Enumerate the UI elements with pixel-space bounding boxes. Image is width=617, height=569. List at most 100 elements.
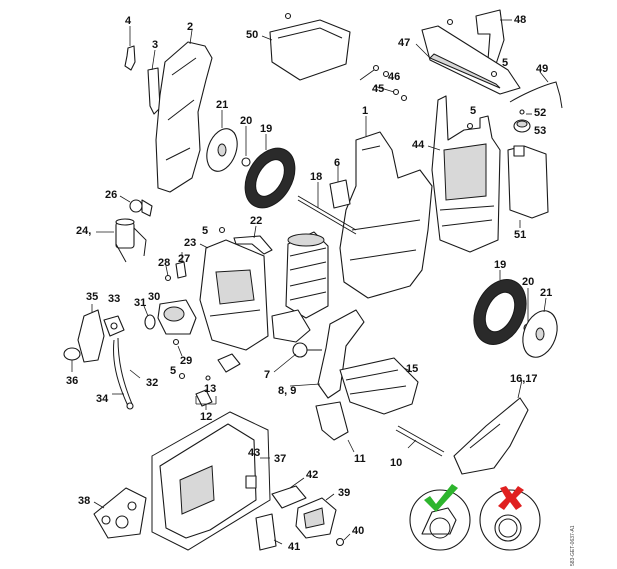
- part-5-screw-b: [178, 372, 186, 380]
- part-38-panel: [93, 487, 147, 539]
- correct-fit-indicator: [409, 484, 471, 551]
- callout-5-lower: 5: [170, 365, 176, 377]
- callout-2: 2: [187, 21, 193, 33]
- part-21-hubcap-left: [206, 110, 238, 172]
- pump-head: [271, 309, 311, 343]
- callout-19-left: 19: [260, 123, 272, 135]
- part-47-handle-insert: [415, 25, 521, 95]
- callout-30: 30: [148, 291, 160, 303]
- part-39-valve: [295, 493, 337, 539]
- callout-34: 34: [96, 393, 109, 405]
- callout-43: 43: [248, 447, 260, 459]
- callout-47: 47: [398, 37, 410, 49]
- callout-10: 10: [390, 457, 402, 469]
- part-5-screw-c: [466, 122, 474, 130]
- callout-21-right: 21: [540, 287, 552, 299]
- callout-12: 12: [200, 411, 212, 423]
- part-11-bracket: [315, 401, 355, 453]
- part-23-housing: [199, 239, 269, 351]
- callout-5-upper: 5: [470, 105, 476, 117]
- callout-39: 39: [338, 487, 350, 499]
- callout-35: 35: [86, 291, 98, 303]
- part-36-cap: [63, 347, 81, 372]
- part-8-9-arm: [289, 309, 365, 399]
- callout-28: 28: [158, 257, 170, 269]
- part-5-screw-d: [490, 70, 498, 78]
- callout-29: 29: [180, 355, 192, 367]
- part-40-nut: [335, 533, 351, 547]
- callout-21-left: 21: [216, 99, 228, 111]
- part-51-tank: [507, 145, 549, 228]
- part-29-screw: [172, 338, 183, 357]
- callout-16-17: 16,17: [510, 373, 538, 385]
- part-24-capacitor: [96, 218, 147, 263]
- part-21-hubcap-right: [522, 297, 558, 358]
- callout-labels: 4 3 2 50 48 47 5 49 46 45 21 20 19 1 5 5…: [66, 14, 552, 553]
- callout-24: 24,: [76, 225, 91, 237]
- part-7-pulley: [273, 342, 322, 373]
- callout-32: 32: [146, 377, 158, 389]
- motor: [285, 231, 329, 319]
- callout-7: 7: [264, 369, 270, 381]
- callout-19-right: 19: [494, 259, 506, 271]
- part-10-axle: [395, 425, 445, 457]
- part-33-fitting: [103, 315, 125, 337]
- part-37-bottom-cover: [151, 411, 271, 551]
- incorrect-fit-indicator: [479, 486, 541, 551]
- callout-26: 26: [105, 189, 117, 201]
- part-42-switch-block: [271, 477, 307, 509]
- part-34-hose: [112, 337, 134, 410]
- callout-53: 53: [534, 125, 546, 137]
- callout-36: 36: [66, 375, 78, 387]
- callout-50: 50: [246, 29, 258, 41]
- part-12-group: [195, 396, 217, 410]
- part-30-cap: [157, 299, 197, 335]
- part-35-valve-housing: [77, 304, 105, 363]
- part-32-hose: [129, 369, 141, 379]
- callout-8-9: 8, 9: [278, 385, 296, 397]
- part-13-fitting: [195, 353, 241, 407]
- part-19-wheel-left: [244, 134, 296, 209]
- callout-23: 23: [184, 237, 196, 249]
- callout-52: 52: [534, 107, 546, 119]
- part-28-screw: [164, 265, 172, 282]
- callout-51: 51: [514, 229, 526, 241]
- part-2-side-cover: [155, 29, 213, 193]
- callout-4: 4: [125, 15, 132, 27]
- part-5-screw-a: [218, 226, 226, 234]
- callout-5-left: 5: [202, 225, 208, 237]
- callout-45: 45: [372, 83, 384, 95]
- part-44-rear-housing: [427, 95, 501, 253]
- callout-18: 18: [310, 171, 322, 183]
- part-27-clip: [175, 252, 187, 279]
- part-53-cap: [513, 109, 532, 133]
- callout-5-top-right: 5: [502, 57, 508, 69]
- part-4-clip: [124, 26, 136, 71]
- callout-13: 13: [204, 383, 216, 395]
- part-6-switch: [329, 166, 351, 209]
- part-20-washer-left: [241, 126, 251, 167]
- callout-49: 49: [536, 63, 548, 75]
- callout-48: 48: [514, 14, 526, 26]
- cross-icon: [498, 486, 524, 510]
- callout-31: 31: [134, 297, 146, 309]
- callout-37: 37: [274, 453, 286, 465]
- callout-3: 3: [152, 39, 158, 51]
- callout-1: 1: [362, 105, 368, 117]
- part-3-bracket: [147, 49, 161, 115]
- part-26-plug: [119, 195, 153, 217]
- part-50-top-tray: [261, 12, 351, 81]
- part-46-45-screws: [359, 64, 408, 102]
- reference-code: 583-GET-0637-A1: [570, 525, 576, 566]
- callout-33: 33: [108, 293, 120, 305]
- callout-20-right: 20: [522, 276, 534, 288]
- part-15-base: [339, 357, 419, 415]
- callout-6: 6: [334, 157, 340, 169]
- check-icon: [424, 484, 458, 512]
- callout-40: 40: [352, 525, 364, 537]
- callout-22: 22: [250, 215, 262, 227]
- part-31-seal: [143, 305, 156, 330]
- callout-44: 44: [412, 139, 425, 151]
- callout-20-left: 20: [240, 115, 252, 127]
- part-16-17-foot: [453, 379, 529, 475]
